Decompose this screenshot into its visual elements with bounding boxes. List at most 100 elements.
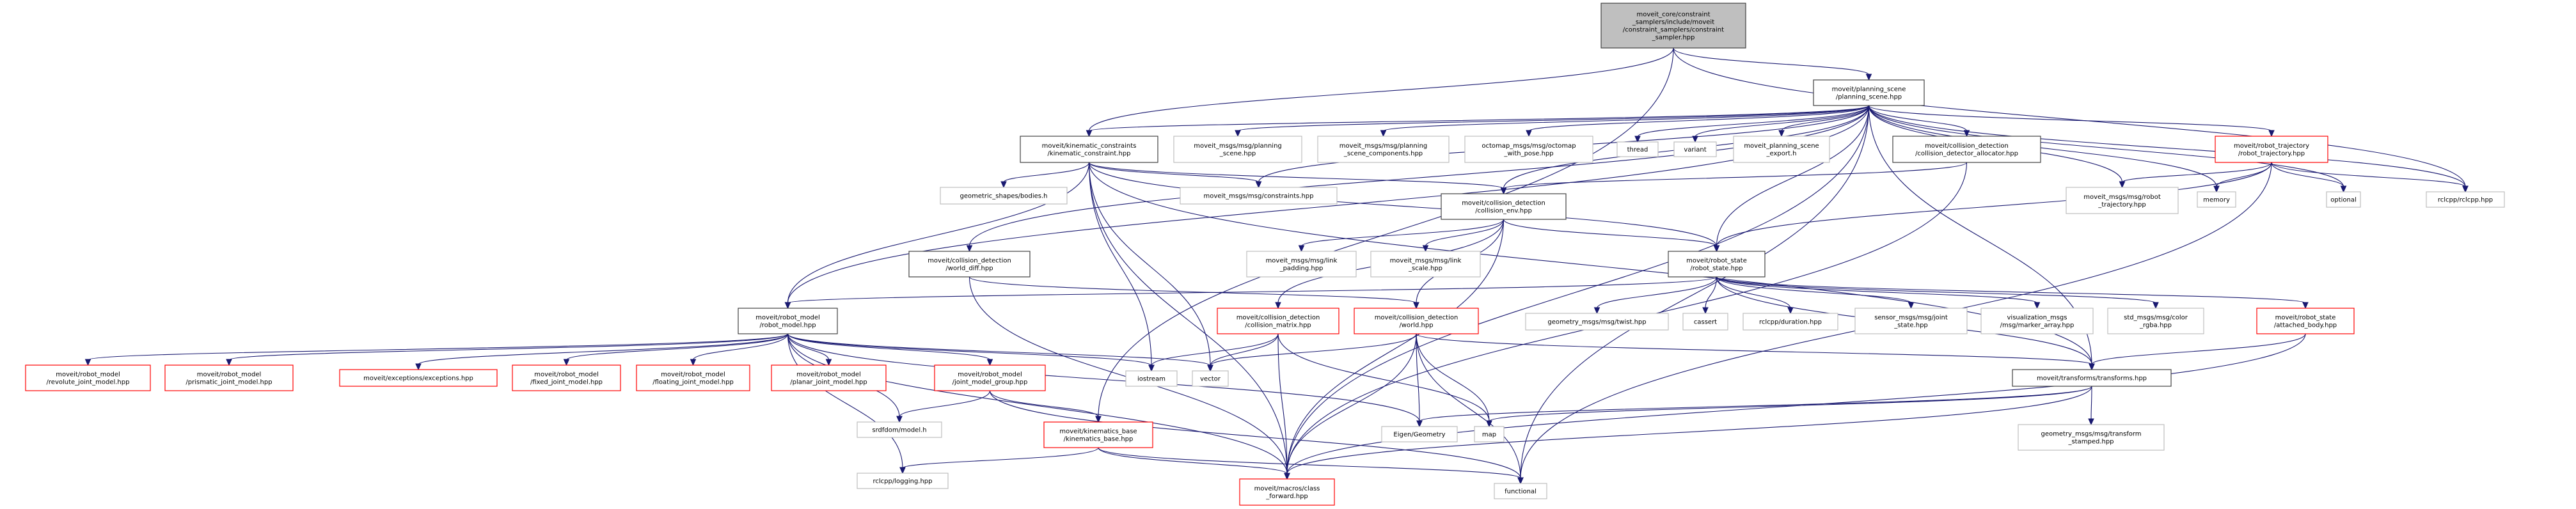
arrowhead-kinematics_base-to-functional (1517, 477, 1524, 485)
edge-joint_model_group-to-kinematics_base (989, 390, 1099, 418)
node-class-forward[interactable]: moveit/macros/class_forward.hpp (1239, 478, 1335, 506)
node-box (1854, 308, 1968, 334)
edge-robot_trajectory-to-robot_state (1716, 162, 2272, 247)
node-label-line: _trajectory.hpp (2098, 201, 2145, 208)
arrowhead-robot_trajectory-to-optional (2340, 185, 2347, 193)
edge-robot_state-to-cassert (1705, 276, 1718, 309)
node-box (1370, 251, 1481, 278)
edge-joint_model_group-to-functional (989, 390, 1521, 479)
node-optional: optional (2326, 191, 2361, 208)
node-label-line: moveit_core/constraint (1636, 12, 1710, 19)
edge-attached_body-to-transforms (2091, 333, 2306, 365)
edges-layer (84, 47, 2469, 485)
node-label-line: moveit/collision_detection (1462, 200, 1545, 207)
arrowhead-planning_scene-to-thread (1634, 136, 1641, 143)
node-label-line: vector (1200, 376, 1221, 383)
node-joint-model-group[interactable]: moveit/robot_model/joint_model_group.hpp (934, 364, 1046, 391)
node-label-line: cassert (1694, 319, 1717, 326)
node-revolute-joint-model[interactable]: moveit/robot_model/revolute_joint_model.… (25, 364, 151, 391)
node-cassert: cassert (1682, 313, 1728, 331)
node-collision-detector-allocator[interactable]: moveit/collision_detection/collision_det… (1892, 136, 2041, 163)
node-thread: thread (1616, 141, 1659, 157)
node-label-line: moveit/exceptions/exceptions.hpp (363, 375, 473, 382)
node-box (636, 364, 750, 391)
node-planar-joint-model[interactable]: moveit/robot_model/planar_joint_model.hp… (771, 364, 887, 391)
edge-robot_state-to-marker_array (1716, 276, 2038, 304)
node-prismatic-joint-model[interactable]: moveit/robot_model/prismatic_joint_model… (164, 364, 294, 391)
node-box (1173, 136, 1302, 163)
nodes-layer: moveit_core/constraint_samplers/include/… (25, 3, 2505, 506)
node-label-line: /prismatic_joint_model.hpp (186, 379, 272, 386)
arrowhead-planning_scene-to-msg_planning_scene (1235, 130, 1241, 137)
node-label-line: visualization_msgs (2007, 315, 2067, 322)
edge-collision_detector_allocator-to-collision_env (1503, 162, 1968, 189)
arrowhead-collision_env-to-msg_link_scale (1422, 245, 1429, 253)
node-label-line: moveit/planning_scene (1832, 86, 1906, 93)
edge-planning_scene-to-msg_planning_scene_components (1382, 105, 1870, 132)
edge-world-to-class_forward (1286, 333, 1417, 474)
node-label-line: moveit/kinematics_base (1059, 428, 1137, 435)
arrowhead-robot_model-to-joint_model_group (986, 359, 993, 366)
node-box (339, 369, 498, 387)
node-label-line: moveit/robot_model (796, 372, 861, 379)
edge-collision_env-to-msg_link_scale (1425, 219, 1505, 247)
node-box (1043, 421, 1153, 448)
node-kinematics-base[interactable]: moveit/kinematics_base/kinematics_base.h… (1043, 421, 1153, 448)
node-label-line: moveit/robot_state (2275, 315, 2336, 322)
node-rclcpp: rclcpp/rclcpp.hpp (2426, 191, 2505, 208)
node-srdfdom-model: srdfdom/model.h (857, 421, 942, 438)
edge-kinematic_constraint-to-iostream (1088, 162, 1152, 366)
edge-planning_scene-to-collision_detector_allocator (1868, 105, 1968, 132)
arrowhead-planning_scene-to-robot_trajectory (2268, 130, 2275, 137)
node-msg-planning-scene-components: moveit_msgs/msg/planning_scene_component… (1317, 136, 1450, 163)
edge-robot_state-to-joint_state (1716, 276, 1912, 304)
node-label-line: _scene_components.hpp (1343, 150, 1423, 157)
node-world[interactable]: moveit/collision_detection/world.hpp (1354, 308, 1479, 334)
node-box (2066, 187, 2179, 214)
edge-robot_model-to-exceptions (418, 333, 789, 365)
node-label-line: moveit_msgs/msg/link (1266, 258, 1338, 265)
node-robot-trajectory[interactable]: moveit/robot_trajectory/robot_trajectory… (2215, 136, 2328, 163)
node-box (857, 473, 949, 489)
node-box (857, 421, 942, 438)
node-label-line: moveit_msgs/msg/link (1390, 258, 1462, 265)
node-planning-scene[interactable]: moveit/planning_scene/planning_scene.hpp (1813, 79, 1925, 106)
node-collision-env[interactable]: moveit/collision_detection/collision_env… (1441, 193, 1567, 220)
node-label-line: variant (1684, 146, 1706, 153)
arrowhead-robot_model-to-planar_joint_model (825, 359, 832, 366)
node-label-line: moveit/macros/class (1254, 485, 1320, 492)
node-exceptions[interactable]: moveit/exceptions/exceptions.hpp (339, 369, 498, 387)
node-label-line: /robot_model.hpp (759, 322, 816, 329)
node-eigen-geometry: Eigen/Geometry (1381, 426, 1458, 442)
edge-root-to-planning_scene (1673, 47, 1870, 75)
node-variant: variant (1673, 141, 1717, 157)
node-box (2426, 191, 2505, 208)
node-label-line: /floating_joint_model.hpp (652, 379, 734, 386)
node-root[interactable]: moveit_core/constraint_samplers/include/… (1600, 3, 1746, 49)
node-box (1020, 136, 1158, 163)
node-label-line: _scale.hpp (1408, 265, 1442, 272)
arrowhead-transforms-to-class_forward (1284, 473, 1290, 480)
node-fixed-joint-model[interactable]: moveit/robot_model/fixed_joint_model.hpp (512, 364, 621, 391)
node-transforms[interactable]: moveit/transforms/transforms.hpp (2012, 369, 2172, 387)
arrowhead-collision_env-to-collision_matrix (1275, 302, 1281, 309)
node-kinematic-constraint[interactable]: moveit/kinematic_constraints/kinematic_c… (1020, 136, 1158, 163)
node-box (1600, 3, 1746, 49)
node-box (1464, 136, 1593, 163)
node-world-diff[interactable]: moveit/collision_detection/world_diff.hp… (908, 251, 1031, 278)
node-attached-body[interactable]: moveit/robot_state/attached_body.hpp (2256, 308, 2355, 334)
node-map: map (1474, 426, 1505, 442)
node-robot-state[interactable]: moveit/robot_state/robot_state.hpp (1668, 251, 1766, 278)
node-label-line: _samplers/include/moveit (1632, 19, 1714, 26)
arrowhead-planning_scene-to-variant (1692, 136, 1698, 143)
arrowhead-planning_scene-to-octomap_with_pose (1526, 130, 1532, 137)
node-label-line: moveit/kinematic_constraints (1042, 143, 1137, 150)
arrowhead-kinematics_base-to-rclcpp_logging (899, 467, 906, 474)
node-robot-model[interactable]: moveit/robot_model/robot_model.hpp (738, 308, 838, 334)
node-collision-matrix[interactable]: moveit/collision_detection/collision_mat… (1217, 308, 1339, 334)
arrowhead-planning_scene-to-kinematic_constraint (1086, 130, 1093, 137)
edge-planning_scene-to-functional (1520, 105, 1870, 479)
edge-world-to-eigen_geometry (1416, 333, 1420, 422)
node-floating-joint-model[interactable]: moveit/robot_model/floating_joint_model.… (636, 364, 750, 391)
